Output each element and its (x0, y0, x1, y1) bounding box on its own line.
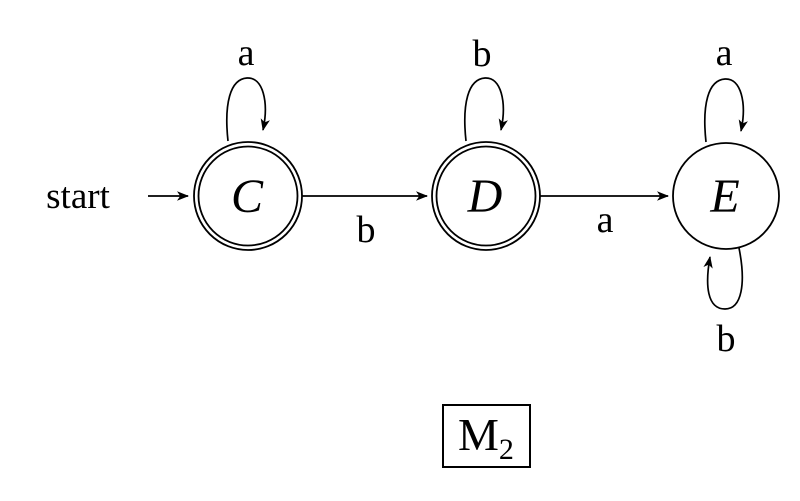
self-loop-E-top-label: a (716, 32, 733, 74)
transition-C-D-label: b (357, 209, 376, 251)
self-loop-D-label: b (473, 33, 492, 75)
self-loop-C (225, 77, 270, 142)
state-C-label: C (231, 170, 264, 223)
self-loop-E-bottom-label: b (717, 318, 736, 360)
state-E-circle (672, 142, 780, 250)
machine-name-frame (442, 404, 531, 468)
state-C-inner-circle (197, 145, 299, 247)
machine-name-box: M2 (442, 404, 531, 468)
self-loop-C-label: a (238, 32, 255, 74)
state-D: D b (431, 33, 541, 251)
transition-D-E-label: a (597, 199, 614, 241)
self-loop-E-top (703, 78, 748, 143)
self-loop-E-bottom (703, 247, 744, 310)
self-loop-D (463, 77, 508, 142)
machine-name-letter: M (458, 409, 499, 460)
machine-name-label: M2 (458, 409, 514, 466)
state-D-label: D (467, 170, 503, 223)
state-E-label: E (709, 170, 739, 223)
state-C: C a (193, 32, 303, 251)
state-E: E a b (672, 32, 780, 360)
state-D-inner-circle (435, 145, 537, 247)
machine-name-subscript: 2 (499, 433, 514, 466)
start-label: start (46, 176, 110, 217)
